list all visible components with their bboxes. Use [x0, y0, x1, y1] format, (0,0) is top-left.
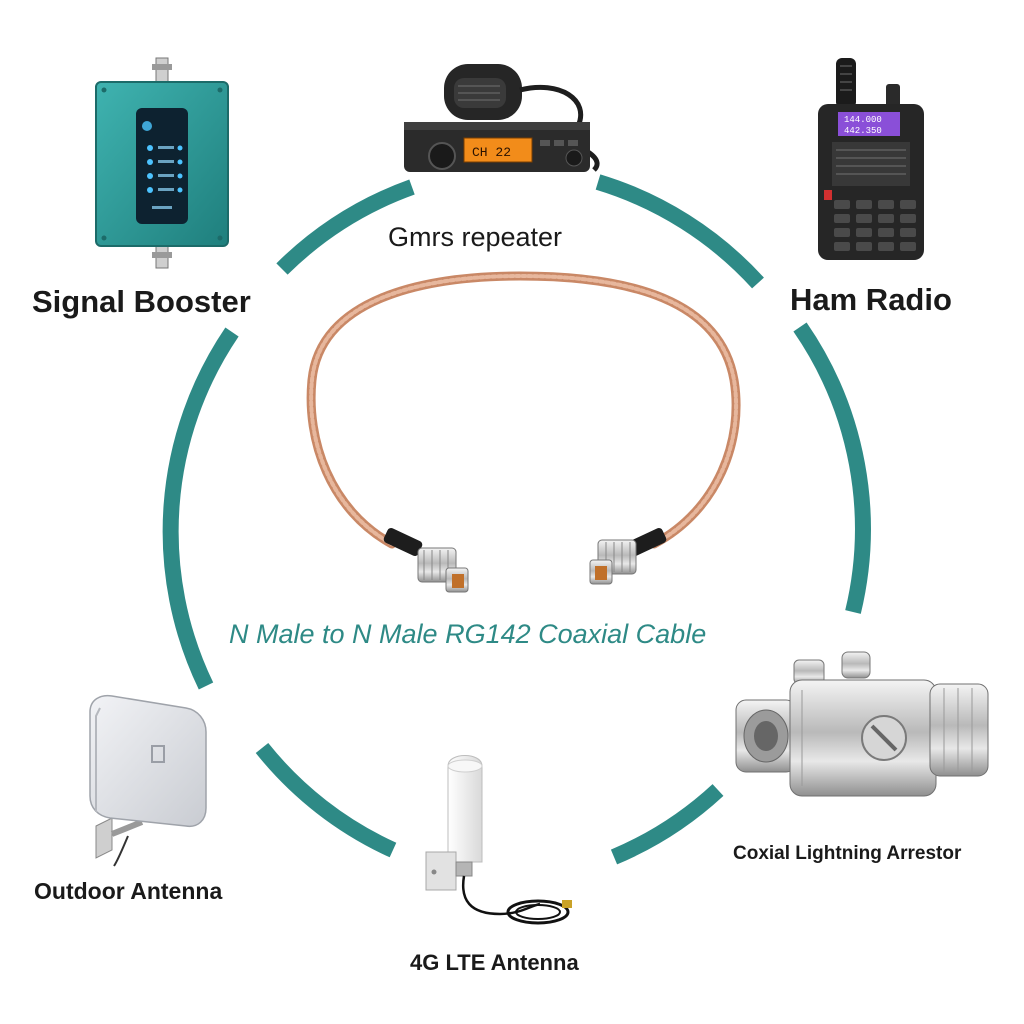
ring-arc-top-left	[276, 179, 415, 275]
ring-arc-top-right	[595, 174, 764, 289]
gmrs-repeater-label: Gmrs repeater	[388, 222, 563, 252]
lightning-arrestor-image	[735, 651, 989, 797]
signal-booster-label: Signal Booster	[32, 284, 251, 319]
right-n-connector	[589, 528, 667, 585]
gmrs-repeater-image: CH 22	[404, 64, 600, 172]
ham-display-line2: 442.350	[844, 126, 882, 136]
lightning-arrestor-label: Coxial Lightning Arrestor	[733, 843, 962, 864]
lte-antenna-label: 4G LTE Antenna	[410, 950, 579, 975]
ham-radio-label: Ham Radio	[790, 282, 952, 317]
ring-arc-bottom-left	[255, 743, 397, 858]
connection-ring	[162, 174, 871, 865]
signal-booster-image	[95, 57, 229, 269]
cable-caption: N Male to N Male RG142 Coaxial Cable	[229, 619, 707, 649]
ring-arc-left	[162, 327, 239, 690]
coaxial-cable-image	[306, 271, 741, 593]
gmrs-display-text: CH 22	[472, 145, 511, 160]
lte-antenna-image	[425, 755, 572, 925]
outdoor-antenna-label: Outdoor Antenna	[34, 878, 223, 904]
ring-arc-bottom-right	[610, 784, 724, 865]
ham-radio-image: 144.000 442.350	[818, 58, 924, 260]
left-n-connector	[383, 528, 469, 593]
ring-arc-right	[793, 322, 871, 614]
ham-display-line1: 144.000	[844, 115, 882, 125]
outdoor-antenna-image	[89, 694, 207, 867]
